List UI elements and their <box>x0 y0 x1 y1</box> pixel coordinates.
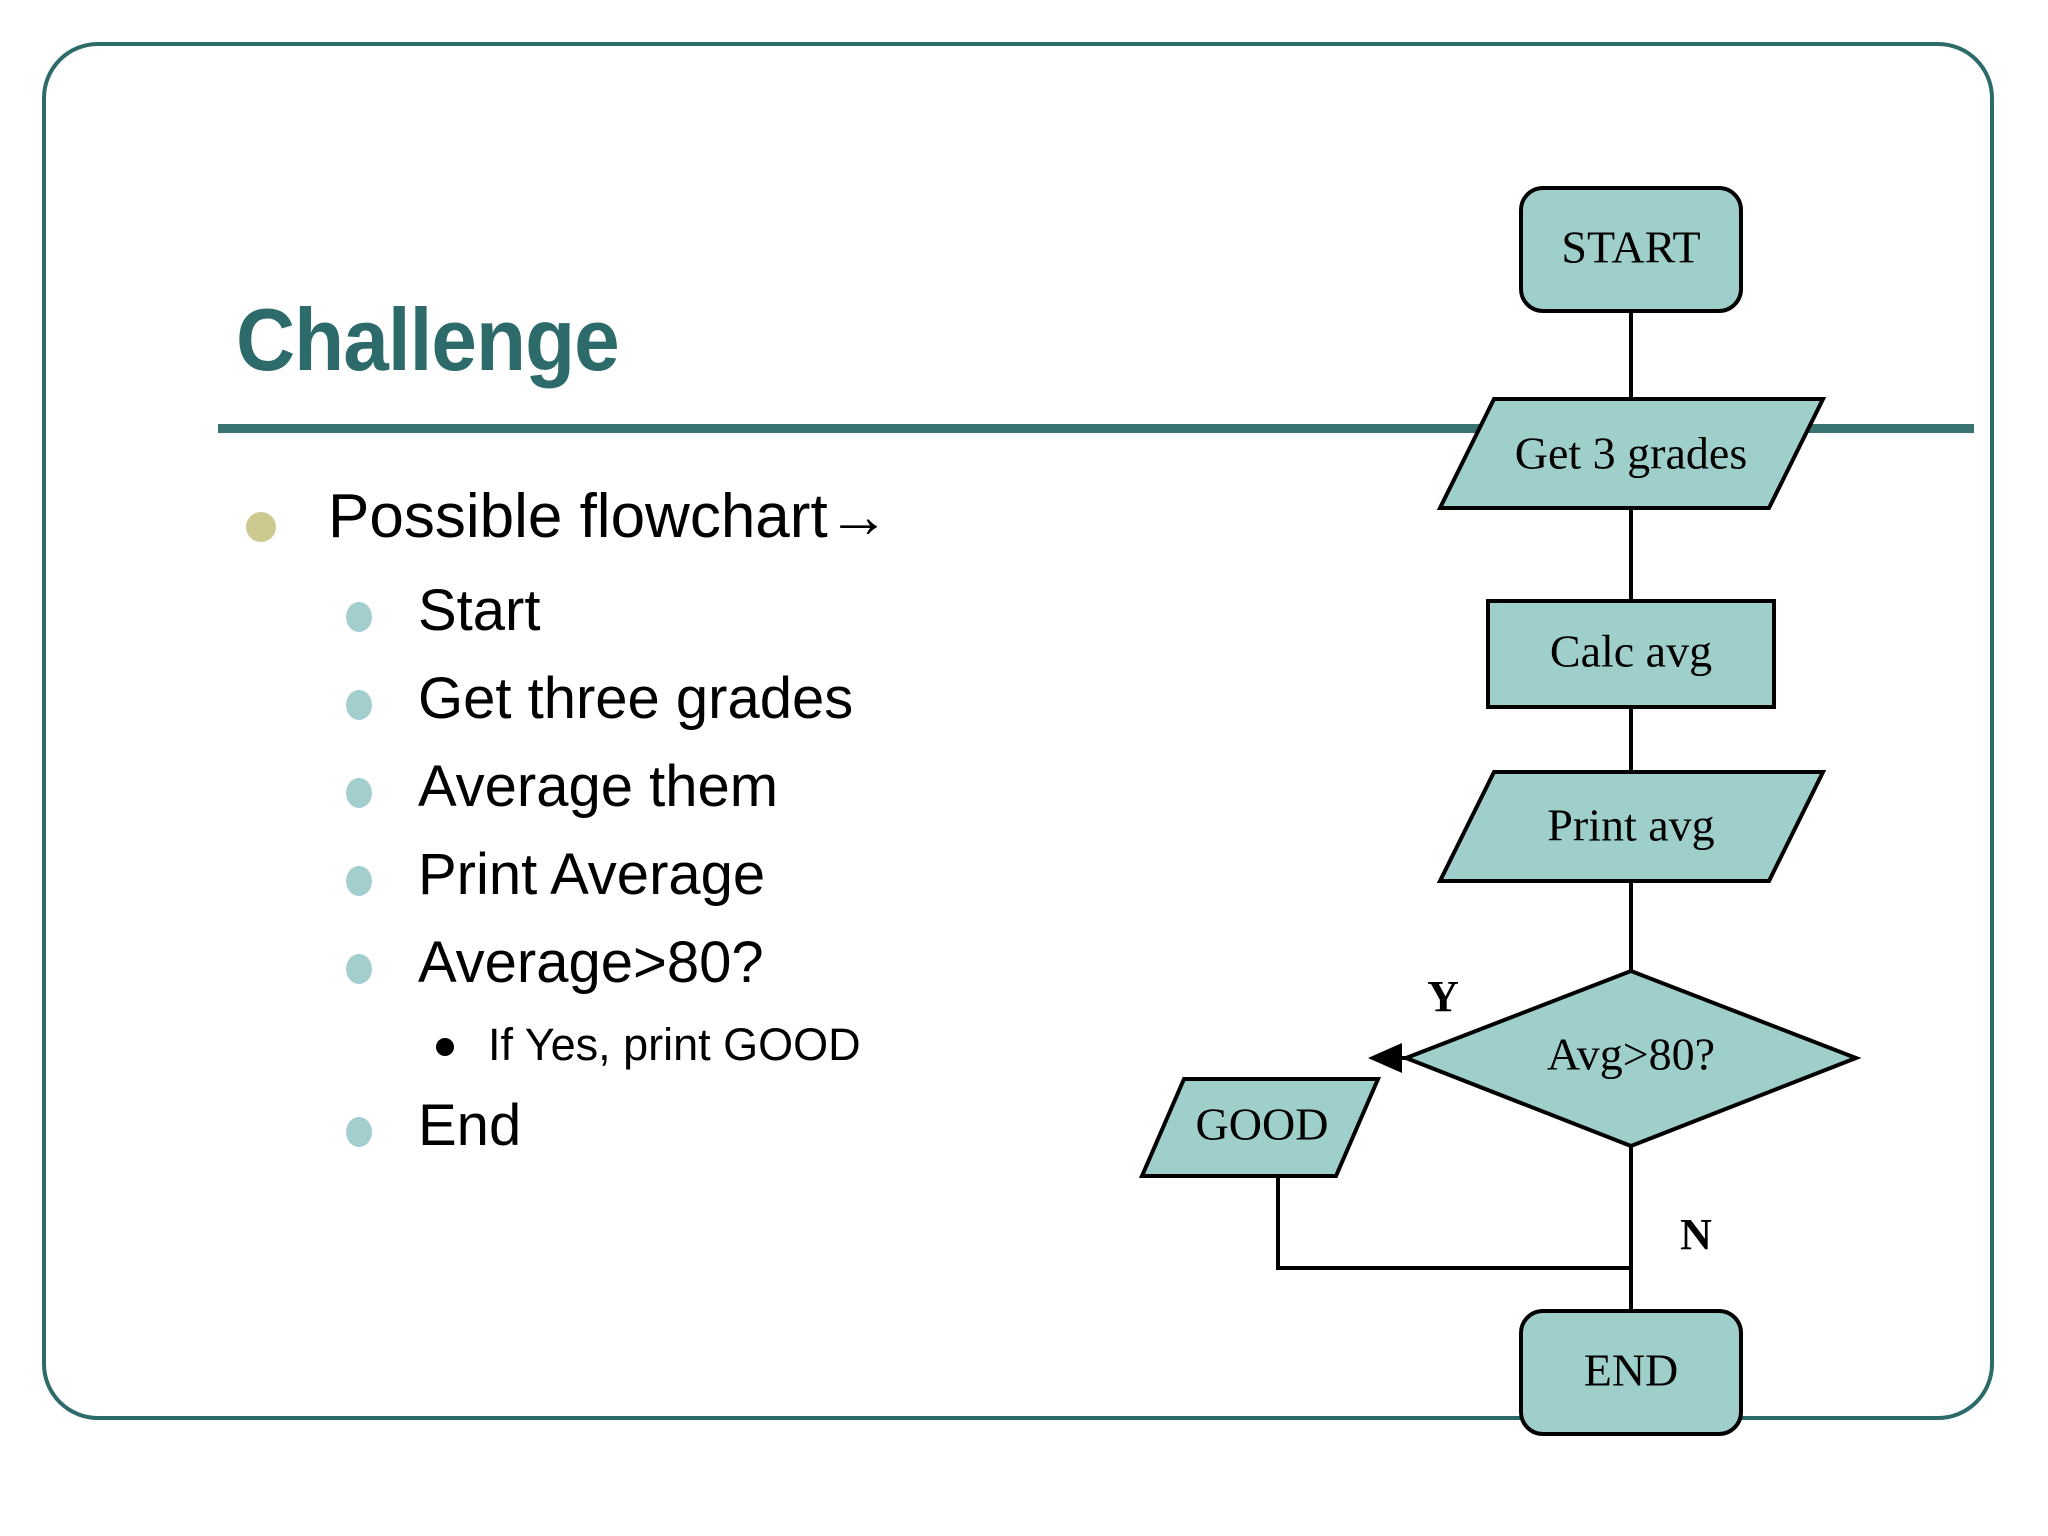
list-item: If Yes, print GOOD <box>236 1022 1316 1067</box>
flow-node-get-grades-label: Get 3 grades <box>1515 428 1747 479</box>
list-item-label: If Yes, print GOOD <box>488 1019 861 1070</box>
arrowhead-icon <box>1368 1043 1402 1073</box>
flow-node-end-label: END <box>1584 1345 1679 1396</box>
bullet-marker-level2-icon <box>346 954 372 984</box>
flow-node-calc-avg-label: Calc avg <box>1550 626 1712 677</box>
bullet-list: Possible flowchart→ Start Get three grad… <box>236 486 1316 1185</box>
connector-good-to-end-path <box>1276 1176 1631 1270</box>
list-item: End <box>236 1097 1316 1155</box>
list-item-label: Get three grades <box>418 666 854 731</box>
flow-node-start <box>1519 186 1743 313</box>
list-item-label: End <box>418 1093 522 1158</box>
flow-node-calc-avg <box>1486 599 1776 709</box>
bullet-marker-level2-icon <box>346 690 372 720</box>
flow-node-get-grades <box>1436 397 1827 510</box>
flow-node-print-avg-label: Print avg <box>1547 800 1714 851</box>
list-item-label: Possible flowchart <box>328 482 828 551</box>
flow-node-decision-label: Avg>80? <box>1547 1029 1715 1080</box>
bullet-marker-level2-icon <box>346 602 372 632</box>
flow-node-end <box>1519 1309 1743 1436</box>
edge-label-yes: Y <box>1427 972 1459 1021</box>
list-item-label: Start <box>418 578 541 643</box>
list-item: Average>80? <box>236 934 1316 992</box>
bullet-marker-level2-icon <box>346 866 372 896</box>
flow-node-print-avg <box>1436 770 1827 883</box>
list-item: Print Average <box>236 846 1316 904</box>
list-item: Possible flowchart→ <box>236 486 1316 548</box>
flowchart-diagram: START Get 3 grades Calc avg Print avg Av… <box>1096 146 2048 1466</box>
edge-label-no: N <box>1680 1210 1712 1259</box>
list-item-label: Average>80? <box>418 930 764 995</box>
page-title: Challenge <box>236 290 620 389</box>
list-item: Average them <box>236 758 1316 816</box>
list-item: Get three grades <box>236 670 1316 728</box>
list-item: Start <box>236 582 1316 640</box>
list-item-label: Average them <box>418 754 779 819</box>
flow-node-decision <box>1400 968 1862 1149</box>
bullet-marker-level2-icon <box>346 778 372 808</box>
slide-frame: Challenge Possible flowchart→ Start Get … <box>42 42 1994 1436</box>
flow-node-good-label: GOOD <box>1196 1099 1329 1150</box>
list-item-label: Print Average <box>418 842 766 907</box>
bullet-marker-level2-icon <box>346 1117 372 1147</box>
right-arrow-icon: → <box>827 482 890 551</box>
bullet-marker-level1-icon <box>246 512 276 542</box>
bullet-marker-level3-icon <box>436 1038 454 1056</box>
flow-node-good <box>1138 1077 1382 1178</box>
flow-node-start-label: START <box>1561 222 1700 273</box>
